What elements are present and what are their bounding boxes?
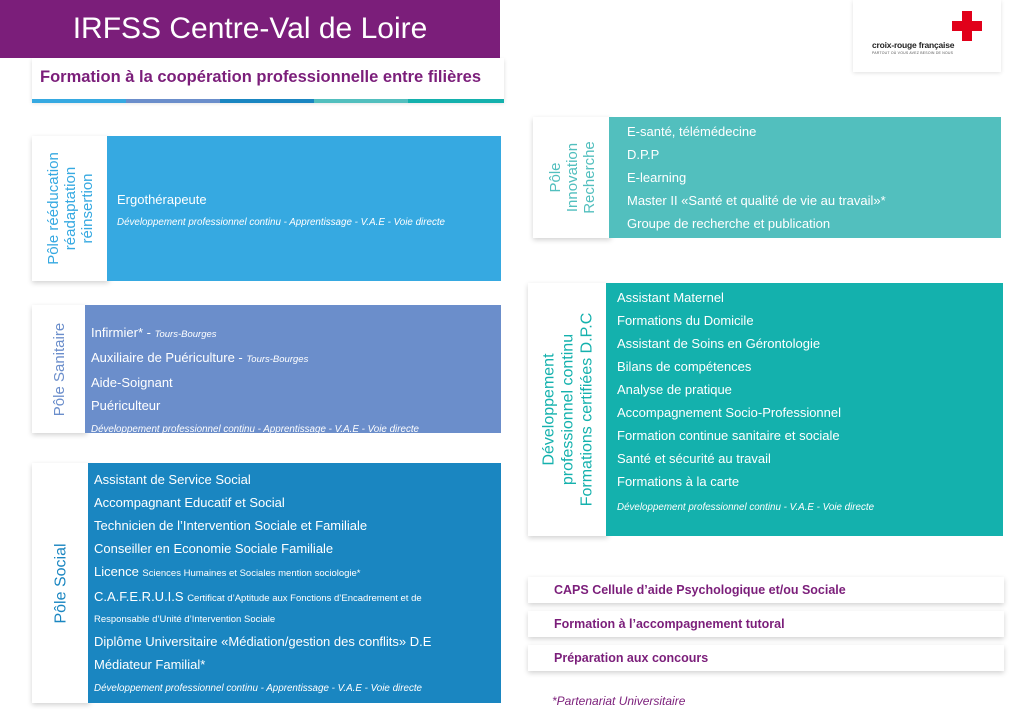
list-item: Ergothérapeute <box>117 192 207 207</box>
list-item: Analyse de pratique <box>617 382 732 397</box>
list-item: Formation continue sanitaire et sociale <box>617 428 840 443</box>
extra-item-tutoral: Formation à l’accompagnement tutoral <box>528 611 1004 637</box>
list-item: Licence Sciences Humaines et Sociales me… <box>94 564 361 579</box>
list-item: Assistant Maternel <box>617 290 724 305</box>
pole-sanitaire-content: Infirmier* - Tours-Bourges Auxiliaire de… <box>85 305 501 435</box>
pole-dpc-content: Assistant Maternel Formations du Domicil… <box>606 283 1003 536</box>
list-item: Master II «Santé et qualité de vie au tr… <box>627 193 886 208</box>
list-item-continued: Responsable d’Unité d’Intervention Socia… <box>94 614 276 625</box>
pole-innovation-content: E-santé, télémédecine D.P.P E-learning M… <box>609 117 1001 238</box>
list-item: Formations à la carte <box>617 474 740 489</box>
pole-social-label-line1: Pôle Social <box>52 542 70 624</box>
pole-innovation-label-line2: Innovation <box>563 142 581 213</box>
page-subtitle: Formation à la coopération professionnel… <box>40 68 482 86</box>
pole-readaptation-label-line3: réinsertion <box>79 173 96 244</box>
list-item: E-santé, télémédecine <box>627 124 757 139</box>
list-item: Auxiliaire de Puériculture - Tours-Bourg… <box>91 350 309 365</box>
extra-item-caps: CAPS Cellule d’aide Psychologique et/ou … <box>528 577 1004 603</box>
pole-innovation-label-line3: Recherche <box>580 141 598 214</box>
list-item: E-learning <box>627 170 687 185</box>
list-item: C.A.F.E.R.U.I.S Certificat d’Aptitude au… <box>94 589 422 604</box>
pole-dpc-label-line1: Développement <box>540 353 558 466</box>
subtitle-box <box>32 58 504 101</box>
color-strip-teal-light <box>314 99 408 103</box>
pole-readaptation-content: Ergothérapeute Développement professionn… <box>107 136 501 281</box>
pole-sanitaire-label: Pôle Sanitaire <box>32 305 87 433</box>
pole-innovation-label-line1: Pôle <box>546 162 564 193</box>
list-item: Assistant de Service Social <box>94 472 251 487</box>
pole-sanitaire-label-line1: Pôle Sanitaire <box>51 322 68 416</box>
extra-item-concours: Préparation aux concours <box>528 645 1004 671</box>
pole-social-label: Pôle Social <box>32 463 90 703</box>
pole-note: Développement professionnel continu - Ap… <box>117 217 446 228</box>
list-item: Aide-Soignant <box>91 375 173 390</box>
pole-dpc-label-line3: Formations certifiées D.P.C <box>578 312 596 507</box>
list-item: Assistant de Soins en Gérontologie <box>617 336 821 351</box>
page-title: IRFSS Centre-Val de Loire <box>72 12 428 45</box>
pole-readaptation-label: Pôle rééducation réadaptation réinsertio… <box>32 136 109 281</box>
pole-note: Développement professionnel continu - V.… <box>617 502 875 513</box>
logo-name: croix-rouge française <box>872 40 955 50</box>
list-item: Technicien de l’Intervention Sociale et … <box>94 518 368 533</box>
color-strip-teal <box>408 99 504 103</box>
color-strip-lavender <box>126 99 220 103</box>
pole-dpc-label-line2: professionnel continu <box>559 333 577 486</box>
list-item: Infirmier* - Tours-Bourges <box>91 325 217 340</box>
pole-innovation-label: Pôle Innovation Recherche <box>533 117 611 238</box>
pole-dpc-label: Développement professionnel continu Form… <box>528 283 608 536</box>
pole-readaptation-label-line2: réadaptation <box>62 166 79 251</box>
list-item: Santé et sécurité au travail <box>617 451 771 466</box>
footnote: *Partenariat Universitaire <box>552 694 686 708</box>
list-item: Diplôme Universitaire «Médiation/gestion… <box>94 634 432 649</box>
logo <box>853 0 1001 72</box>
color-strip-deep <box>220 99 314 103</box>
list-item: Conseiller en Economie Sociale Familiale <box>94 541 334 556</box>
list-item: Accompagnant Educatif et Social <box>94 495 285 510</box>
list-item: Puériculteur <box>91 398 161 413</box>
pole-note: Développement professionnel continu - Ap… <box>94 683 423 694</box>
list-item: Médiateur Familial* <box>94 657 206 672</box>
color-strip-sky <box>32 99 126 103</box>
list-item: Groupe de recherche et publication <box>627 216 831 231</box>
red-cross-icon-bar <box>952 21 982 31</box>
list-item: Formations du Domicile <box>617 313 754 328</box>
header-band <box>0 0 500 58</box>
list-item: Accompagnement Socio-Professionnel <box>617 405 842 420</box>
list-item: D.P.P <box>627 147 660 162</box>
pole-social-content: Assistant de Service Social Accompagnant… <box>88 463 501 703</box>
pole-note: Développement professionnel continu - Ap… <box>91 424 420 435</box>
pole-readaptation-label-line1: Pôle rééducation <box>45 152 62 265</box>
list-item: Bilans de compétences <box>617 359 752 374</box>
logo-tagline: PARTOUT OÙ VOUS AVEZ BESOIN DE NOUS <box>872 51 954 55</box>
